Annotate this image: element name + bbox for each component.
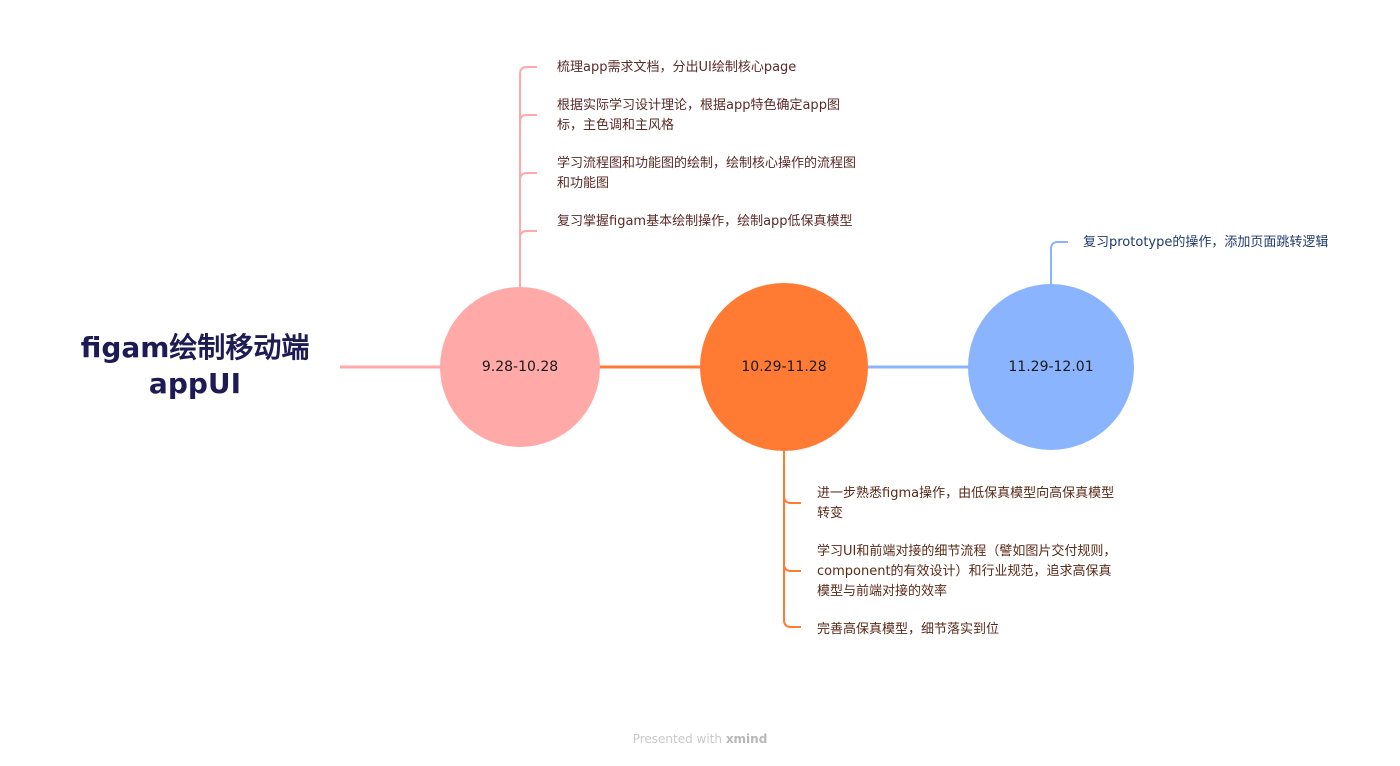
connector-branch-1-leaf-2 [519,114,537,123]
branch-1-leaf-1[interactable]: 梳理app需求文档，分出UI绘制核心page [557,60,797,75]
connector-branch-2-leaf-2 [783,563,801,572]
branch-1-leaf-3[interactable]: 学习流程图和功能图的绘制，绘制核心操作的流程图和功能图 [557,156,857,191]
branch-2-leaf-2[interactable]: 学习UI和前端对接的细节流程（譬如图片交付规则，component的有效设计）和… [817,544,1117,599]
branch-3-leaf-1[interactable]: 复习prototype的操作，添加页面跳转逻辑 [1083,235,1329,250]
branch-node-3[interactable]: 11.29-12.01 [968,284,1134,450]
branch-2-leaf-3[interactable]: 完善高保真模型，细节落实到位 [817,622,1000,637]
branch-node-1-label: 9.28-10.28 [481,359,559,375]
connector-branch-3-leaf-1 [1050,241,1068,285]
connector-branch-2-trunk [783,451,801,628]
footer-prefix: Presented with [632,732,722,746]
central-topic-line-2: appUI [148,367,242,400]
branch-1-leaf-2[interactable]: 根据实际学习设计理论，根据app特色确定app图标，主色调和主风格 [557,98,840,133]
presented-with-footer: Presented with xmind [0,732,1400,746]
branch-2-leaf-1[interactable]: 进一步熟悉figma操作，由低保真模型向高保真模型转变 [817,486,1115,521]
connector-branch-1-leaf-4 [519,230,537,239]
branch-node-1[interactable]: 9.28-10.28 [440,287,600,447]
branch-node-2-label: 10.29-11.28 [741,359,827,375]
connector-branch-2-leaf-1 [783,495,801,504]
central-topic[interactable]: figam绘制移动端 appUI [40,330,350,402]
branch-node-2[interactable]: 10.29-11.28 [700,283,868,451]
branch-node-3-label: 11.29-12.01 [1008,359,1094,375]
connector-branch-1-leaf-3 [519,172,537,181]
xmind-brand: xmind [725,732,768,746]
central-topic-line-1: figam绘制移动端 [80,331,310,364]
branch-1-leaf-4[interactable]: 复习掌握figam基本绘制操作，绘制app低保真模型 [557,214,853,229]
connector-branch-1-trunk [519,66,537,289]
